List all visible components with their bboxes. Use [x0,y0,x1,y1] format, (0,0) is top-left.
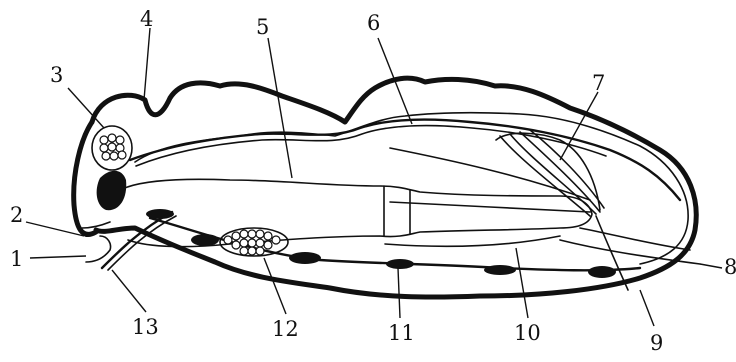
ganglion-4 [386,259,414,269]
label-9: 9 [650,331,663,355]
ganglion-5 [484,265,516,275]
malpighian-tubules [385,148,590,246]
label-7: 7 [592,71,605,95]
head-outline [74,122,96,234]
label-5: 5 [256,15,269,39]
label-6: 6 [367,11,380,35]
label-3: 3 [50,63,63,87]
label-10: 10 [514,321,541,345]
ganglion-6 [588,266,616,278]
brain-cells [100,134,126,160]
label-8: 8 [724,255,736,279]
label-13: 13 [132,315,159,339]
mouthpart-upper [82,222,110,228]
ganglion-2 [191,234,219,246]
mouthpart-lower [86,236,111,262]
ganglion-3 [289,252,321,264]
label-12: 12 [272,317,299,341]
label-11: 11 [388,321,415,345]
label-4: 4 [140,7,153,31]
gut [120,179,592,246]
label-1: 1 [10,247,23,271]
label-2: 2 [10,203,23,227]
brain-mass [97,171,127,210]
gut-constriction [384,186,410,236]
